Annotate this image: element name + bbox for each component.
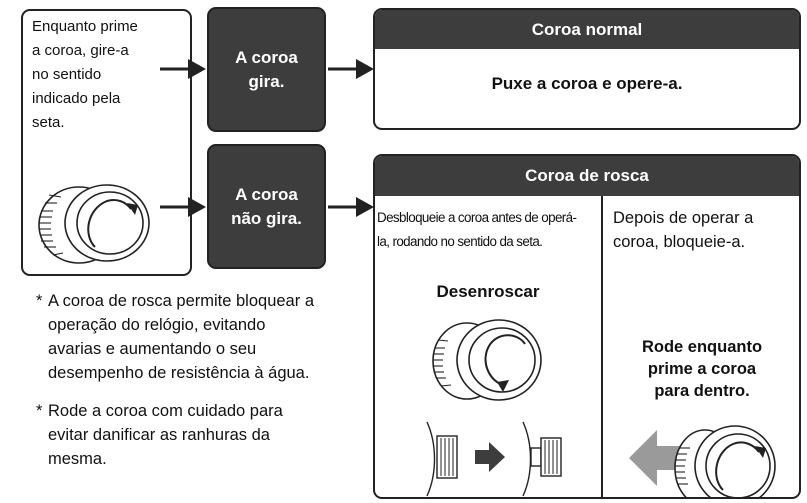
crown-not-turns-box: A coroa não gira. [207, 144, 326, 269]
normal-crown-title: Coroa normal [375, 10, 799, 49]
unscrew-crown-icon [432, 319, 542, 401]
arrow-to-screw [328, 197, 374, 217]
crown-rotate-icon [38, 184, 150, 264]
intro-panel: Enquanto prime a coroa, gire-a no sentid… [21, 9, 192, 276]
arrow-to-normal [328, 59, 374, 79]
note-2: * Rode a coroa com cuidado para evitar d… [36, 402, 283, 468]
screw-crown-panel: Coroa de rosca Desbloqueie a coroa antes… [373, 154, 801, 499]
unscrew-label: Desenroscar [436, 282, 540, 301]
arrow-to-turns [160, 59, 206, 79]
unlock-text: Desbloqueie a coroa antes de operá- la, … [377, 210, 577, 249]
normal-crown-instruction: Puxe a coroa e opere-a. [491, 74, 683, 93]
intro-text: Enquanto prime a coroa, gire-a no sentid… [32, 18, 138, 131]
crown-turns-box: A coroa gira. [207, 7, 326, 132]
screw-crown-title: Coroa de rosca [375, 156, 799, 196]
note-1: * A coroa de rosca permite bloquear a op… [36, 292, 314, 382]
panel-divider [601, 196, 603, 497]
arrow-to-not-turns [160, 197, 206, 217]
unscrew-side-view-icon [426, 421, 562, 497]
normal-crown-panel: Coroa normal Puxe a coroa e opere-a. [373, 8, 801, 130]
push-turn-label: Rode enquanto prime a coroa para dentro. [641, 338, 763, 400]
push-crown-icon [629, 425, 776, 497]
lock-text: Depois de operar a coroa, bloqueie-a. [613, 209, 754, 251]
